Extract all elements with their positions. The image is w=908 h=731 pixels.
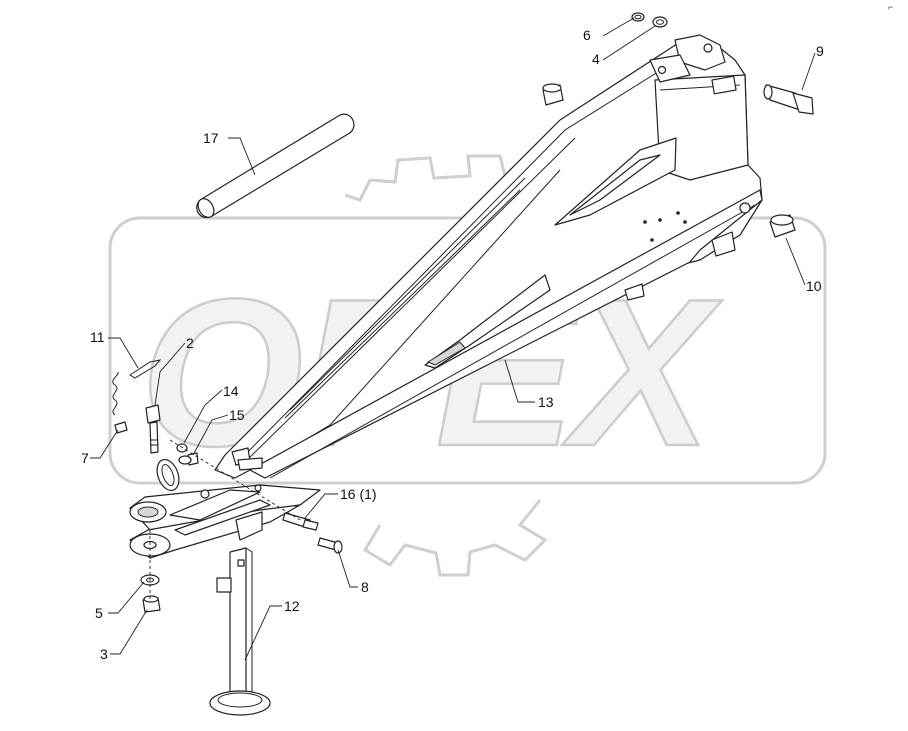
callout-15: 15	[229, 407, 245, 423]
part-4-washer	[652, 16, 668, 28]
part-10-bushing	[769, 214, 796, 238]
callout-12: 12	[284, 598, 300, 614]
part-11-spring-clip	[112, 359, 162, 416]
part-9-pin	[763, 84, 814, 115]
drawbar-frame	[214, 34, 763, 479]
leader-lines	[90, 17, 816, 661]
part-bushing-upper	[542, 83, 564, 106]
callout-3: 3	[100, 646, 108, 662]
part-16-bolt	[282, 512, 319, 531]
callout-7: 7	[81, 450, 89, 466]
part-14-washer	[176, 443, 188, 453]
part-6-washer	[631, 12, 645, 22]
callout-6: 6	[583, 27, 591, 43]
callout-9: 9	[816, 43, 824, 59]
part-2-bolt	[145, 404, 161, 454]
part-8-bolt	[317, 537, 343, 554]
parking-jack	[209, 511, 271, 716]
callout-13: 13	[538, 394, 554, 410]
corner-mark: ⌐	[888, 2, 893, 12]
callout-5: 5	[95, 605, 103, 621]
callout-14: 14	[223, 383, 239, 399]
callout-8: 8	[361, 579, 369, 595]
callout-10: 10	[806, 278, 822, 294]
part-17-tube	[196, 113, 355, 218]
part-ring	[156, 455, 192, 492]
callout-16: 16 (1)	[340, 486, 377, 502]
callout-11: 11	[90, 329, 105, 345]
part-3-nut	[142, 595, 161, 613]
callout-labels: 6 4 9 17 10 11 2 14 15 7 13 16 (1) 8 5 3…	[81, 27, 824, 662]
callout-2: 2	[186, 335, 194, 351]
callout-17: 17	[203, 130, 219, 146]
callout-4: 4	[592, 51, 600, 67]
